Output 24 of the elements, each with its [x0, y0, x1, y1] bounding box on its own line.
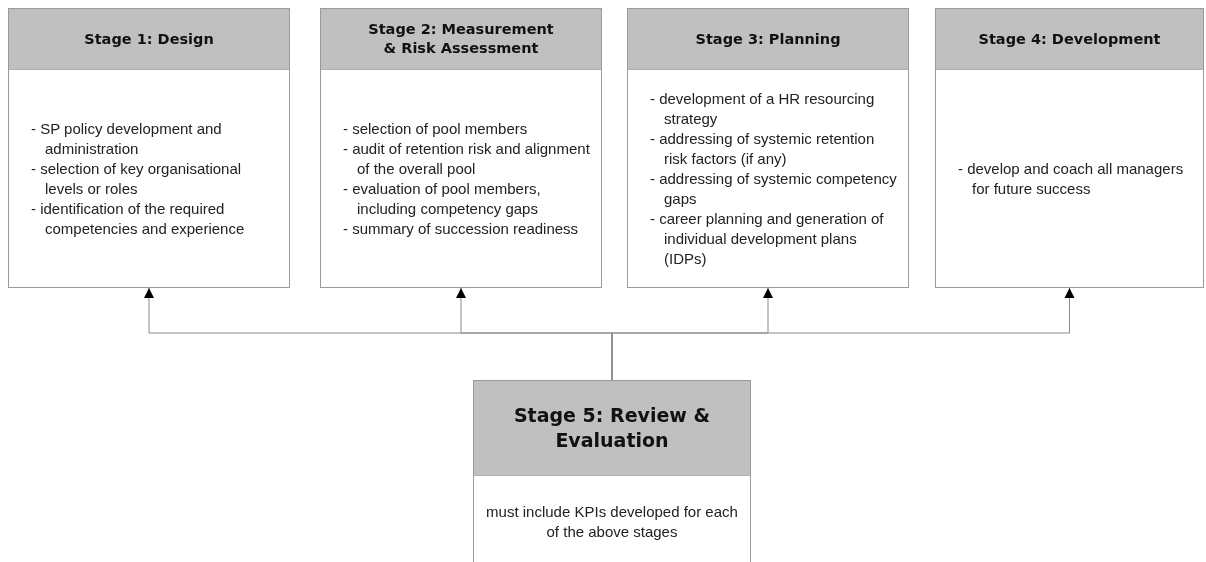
stage-title: Stage 4: Development: [977, 29, 1162, 49]
bullet-item: - selection of pool members: [342, 118, 529, 139]
bullet-item: - addressing of systemic retention risk factors (if any): [649, 128, 876, 169]
stage-box: [935, 8, 1204, 288]
stage-box: [473, 380, 751, 562]
bullet-item: - selection of key organisational levels or roles: [30, 158, 243, 199]
stage-title: Stage 3: Planning: [694, 29, 842, 49]
stage-box: [8, 8, 290, 288]
bullet-item: - career planning and generation of individual development plans (IDPs): [649, 208, 885, 269]
bullet-item: - addressing of systemic competency gaps: [649, 168, 898, 209]
bullet-item: - audit of retention risk and alignment of the overall pool: [342, 138, 591, 179]
bullet-item: - SP policy development and administration: [30, 118, 223, 159]
bullet-item: - evaluation of pool members, including competency gaps: [342, 178, 542, 219]
stage-title: Stage 1: Design: [83, 29, 215, 49]
stage-description: must include KPIs developed for each of the above stages: [485, 502, 739, 542]
bullet-item: - development of a HR resourcing strategy: [649, 88, 876, 129]
bullet-item: - identification of the required competencies and experience: [30, 198, 246, 239]
bullet-item: - summary of succession readiness: [342, 218, 580, 239]
stage-box: [627, 8, 909, 288]
stage-title: Stage 5: Review & Evaluation: [512, 403, 712, 453]
stage-title: Stage 2: Measurement & Risk Assessment: [367, 20, 555, 58]
connector-arrow: [611, 287, 1075, 381]
stage-box: [320, 8, 602, 288]
bullet-item: - develop and coach all managers for future success: [957, 158, 1185, 199]
